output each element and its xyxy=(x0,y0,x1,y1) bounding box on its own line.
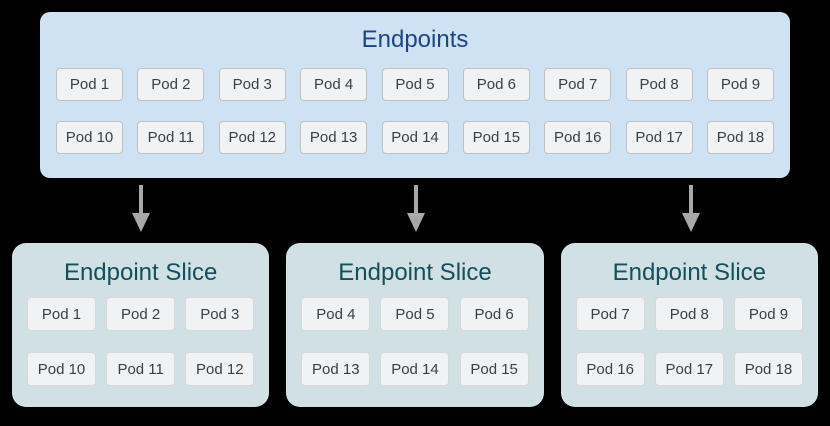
pod-box: Pod 13 xyxy=(300,121,368,154)
pod-box: Pod 11 xyxy=(106,352,176,386)
endpoint-slice-box-1: Endpoint Slice Pod 1 Pod 2 Pod 3 Pod 10 … xyxy=(12,243,270,407)
pod-box: Pod 18 xyxy=(707,121,774,154)
arrow-stem xyxy=(689,185,693,215)
pod-box: Pod 16 xyxy=(544,121,612,154)
pod-box: Pod 6 xyxy=(462,68,530,101)
pod-box: Pod 14 xyxy=(381,121,449,154)
endpoint-slices-row: Endpoint Slice Pod 1 Pod 2 Pod 3 Pod 10 … xyxy=(12,243,818,407)
pod-box: Pod 16 xyxy=(575,352,645,386)
pod-box: Pod 7 xyxy=(575,297,645,331)
pod-box: Pod 10 xyxy=(56,121,123,154)
pod-box: Pod 5 xyxy=(380,297,450,331)
pod-box: Pod 2 xyxy=(106,297,176,331)
endpoints-title: Endpoints xyxy=(361,26,469,53)
pod-box: Pod 3 xyxy=(185,297,255,331)
pod-box: Pod 17 xyxy=(625,121,693,154)
pod-box: Pod 5 xyxy=(381,68,449,101)
pod-box: Pod 3 xyxy=(218,68,286,101)
arrow-stem xyxy=(139,185,143,215)
arrow-head xyxy=(132,213,150,232)
endpoint-slice-title: Endpoint Slice xyxy=(612,259,767,286)
pod-box: Pod 9 xyxy=(733,297,803,331)
endpoint-slice-title: Endpoint Slice xyxy=(338,259,492,286)
pod-box: Pod 17 xyxy=(654,352,724,386)
pod-box: Pod 4 xyxy=(301,297,371,331)
endpoints-pod-row-1: Pod 1 Pod 2 Pod 3 Pod 4 Pod 5 Pod 6 Pod … xyxy=(40,68,790,101)
pod-box: Pod 6 xyxy=(459,297,529,331)
pod-box: Pod 1 xyxy=(27,297,96,331)
pod-box: Pod 15 xyxy=(459,352,529,386)
pod-box: Pod 7 xyxy=(544,68,612,101)
pod-box: Pod 12 xyxy=(185,352,255,386)
slice-pod-row-2: Pod 16 Pod 17 Pod 18 xyxy=(561,352,818,386)
pod-box: Pod 10 xyxy=(27,352,96,386)
slice-pod-row-1: Pod 4 Pod 5 Pod 6 xyxy=(286,297,543,331)
arrow-head xyxy=(407,213,425,232)
slice-pod-row-2: Pod 10 Pod 11 Pod 12 xyxy=(12,352,269,386)
endpoint-slice-title: Endpoint Slice xyxy=(63,259,218,286)
pod-box: Pod 8 xyxy=(625,68,693,101)
slice-pod-row-1: Pod 1 Pod 2 Pod 3 xyxy=(12,297,269,331)
down-arrow-icon xyxy=(132,185,150,232)
pod-box: Pod 9 xyxy=(707,68,774,101)
pod-box: Pod 1 xyxy=(56,68,123,101)
arrow-stem xyxy=(414,185,418,215)
pod-box: Pod 14 xyxy=(380,352,450,386)
slice-pod-row-2: Pod 13 Pod 14 Pod 15 xyxy=(286,352,543,386)
pod-box: Pod 8 xyxy=(654,297,724,331)
down-arrow-icon xyxy=(682,185,700,232)
arrow-head xyxy=(682,213,700,232)
pod-box: Pod 18 xyxy=(733,352,803,386)
pod-box: Pod 2 xyxy=(137,68,205,101)
pod-box: Pod 11 xyxy=(137,121,205,154)
endpoints-box: Endpoints Pod 1 Pod 2 Pod 3 Pod 4 Pod 5 … xyxy=(40,12,790,178)
pod-box: Pod 12 xyxy=(218,121,286,154)
pod-box: Pod 15 xyxy=(462,121,530,154)
pod-box: Pod 13 xyxy=(301,352,371,386)
down-arrow-icon xyxy=(407,185,425,232)
slice-pod-row-1: Pod 7 Pod 8 Pod 9 xyxy=(561,297,818,331)
endpoint-slice-box-3: Endpoint Slice Pod 7 Pod 8 Pod 9 Pod 16 … xyxy=(560,243,818,407)
pod-box: Pod 4 xyxy=(300,68,368,101)
endpoints-pod-row-2: Pod 10 Pod 11 Pod 12 Pod 13 Pod 14 Pod 1… xyxy=(40,121,790,154)
endpoint-slice-box-2: Endpoint Slice Pod 4 Pod 5 Pod 6 Pod 13 … xyxy=(286,243,544,407)
